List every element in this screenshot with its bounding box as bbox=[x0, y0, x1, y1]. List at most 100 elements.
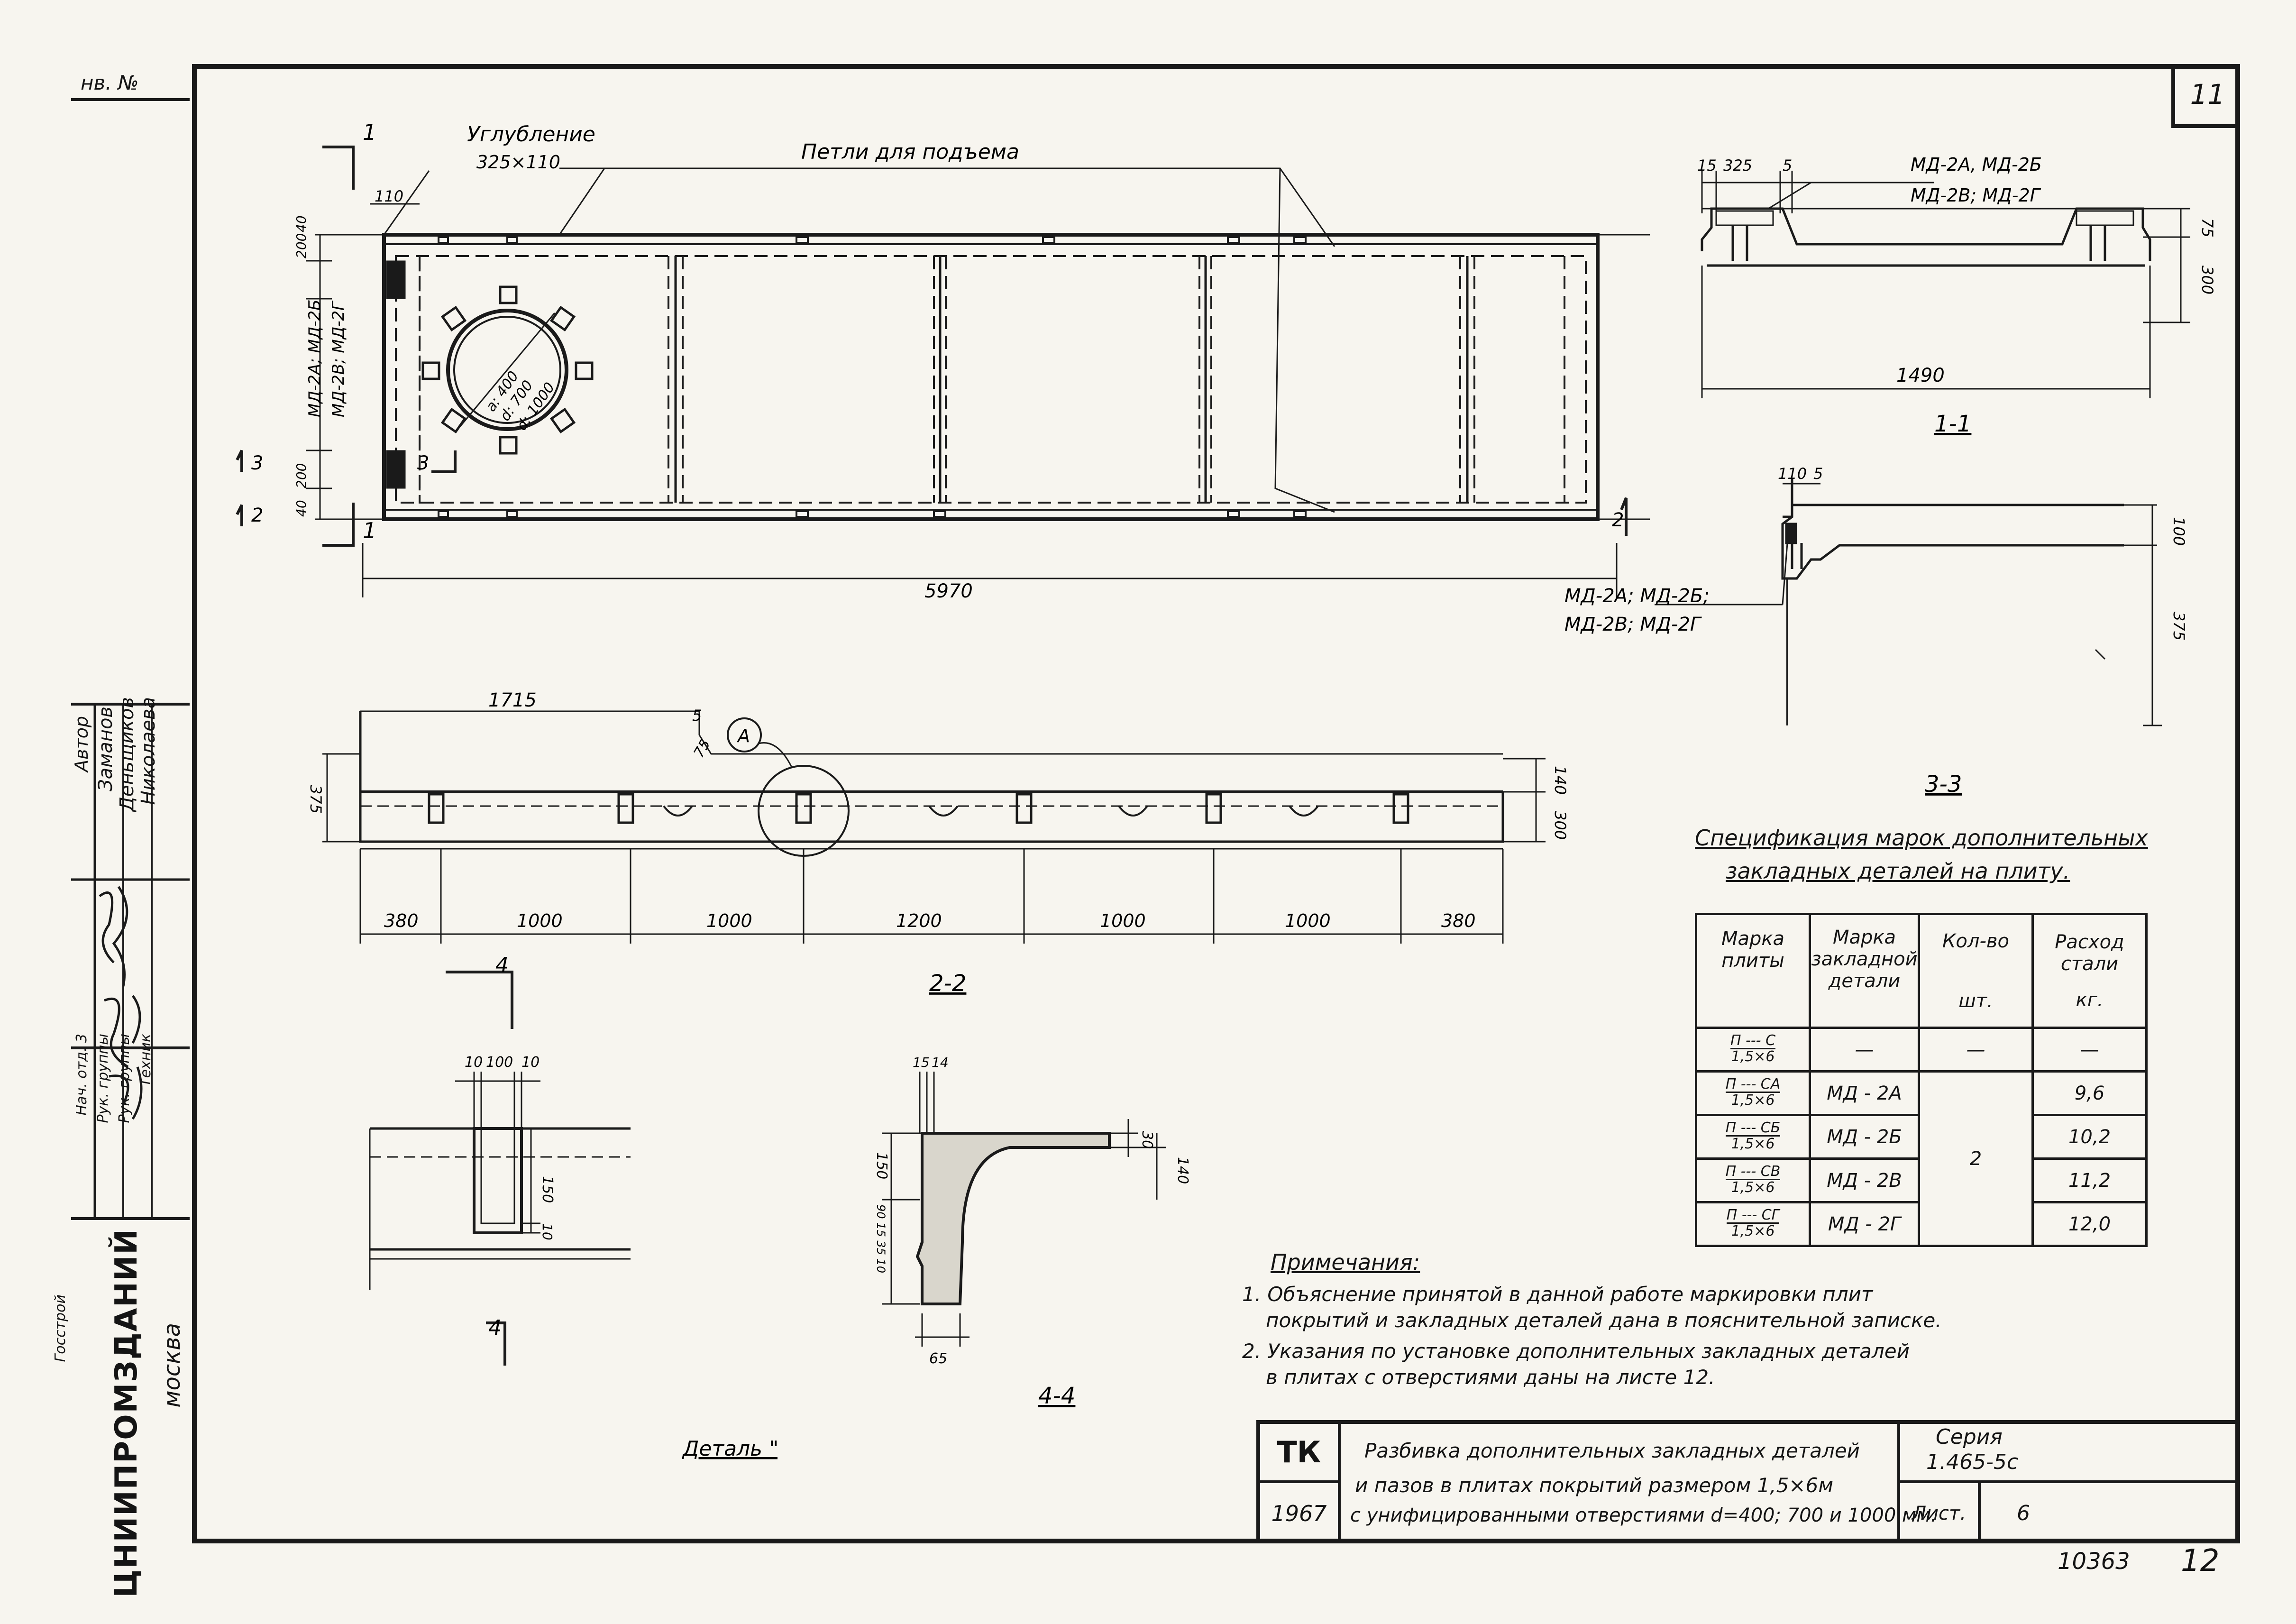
spec-title-line1: Спецификация марок дополнительных bbox=[1695, 825, 2148, 851]
tb-sheet-label: Лист. bbox=[1912, 1502, 1967, 1524]
s22-span-7: 380 bbox=[1441, 910, 1476, 931]
detail-a-dim-10a: 10 bbox=[465, 1054, 483, 1071]
s44-dim-15: 15 bbox=[913, 1055, 930, 1070]
notes-line-1: 1. Объяснение принятой в данной работе м… bbox=[1242, 1283, 1873, 1306]
tb-sheet-label-cell: Лист. bbox=[1900, 1483, 1981, 1543]
section-mark-3-left: 3 bbox=[251, 452, 263, 474]
notes-line-4: в плитах с отверстиями даны на листе 12. bbox=[1266, 1366, 1715, 1389]
s11-dim-325: 325 bbox=[1723, 156, 1752, 174]
tb-series-cell: Серия 1.465-5с bbox=[1900, 1424, 2240, 1483]
detail-a-dim-100: 100 bbox=[486, 1054, 513, 1071]
s22-span-2: 1000 bbox=[517, 910, 563, 931]
org-city: москва bbox=[159, 1323, 185, 1408]
spec-unit-steel: кг. bbox=[2076, 989, 2104, 1011]
s11-dim-300: 300 bbox=[2198, 266, 2216, 294]
s11-title: 1-1 bbox=[1934, 411, 1971, 436]
section-mark-1-bot: 1 bbox=[363, 518, 376, 543]
spec-qty-merged: 2 bbox=[1918, 1070, 2034, 1247]
section-1-1: 15 325 5 МД-2А, МД-2Б МД-2В; МД-2Г 75 30… bbox=[1697, 154, 2216, 436]
s22-dim-75: 75 bbox=[691, 736, 714, 761]
s11-dim-1490: 1490 bbox=[1896, 365, 1945, 386]
plan-marks-b: МД-2В; МД-2Г bbox=[329, 300, 348, 417]
name-1: Заманов bbox=[95, 706, 117, 792]
org-name: ЦНИИПРОМЗДАНИЙ bbox=[109, 1228, 144, 1598]
s22-dim-5: 5 bbox=[692, 706, 702, 725]
s22-dim-1715: 1715 bbox=[488, 689, 537, 711]
s11-dim-15: 15 bbox=[1697, 156, 1717, 174]
tb-code: ТК bbox=[1277, 1435, 1321, 1469]
section-2-2: 1715 5 75 375 140 300 А 380 1000 1000 12… bbox=[307, 689, 1569, 1029]
recess-size: 325×110 bbox=[476, 152, 560, 173]
s22-span-3: 1000 bbox=[706, 910, 752, 931]
notes-heading: Примечания: bbox=[1271, 1249, 1420, 1275]
title-block: ТК 1967 Разбивка дополнительных закладны… bbox=[1256, 1420, 2240, 1543]
s22-dim-300: 300 bbox=[1551, 811, 1569, 840]
tb-title-line-3: с унифицированными отверстиями d=400; 70… bbox=[1350, 1505, 1937, 1526]
spec-unit-qty: шт. bbox=[1958, 990, 1993, 1012]
s33-title: 3-3 bbox=[1925, 771, 1962, 798]
s11-marks-a: МД-2А, МД-2Б bbox=[1911, 154, 2042, 175]
s44-dim-140: 140 bbox=[1174, 1157, 1191, 1184]
plan-length: 5970 bbox=[924, 580, 973, 602]
plan-dim-200-bot: 200 bbox=[293, 463, 309, 488]
spec-title-line2: закладных деталей на плиту. bbox=[1726, 858, 2070, 884]
plan-dim-200-top: 200 bbox=[293, 233, 309, 258]
detail-a-dim-10c: 10 bbox=[540, 1223, 555, 1240]
role-1: Нач. отд. 3 bbox=[73, 1034, 90, 1116]
spec-header-part: Марка закладной детали bbox=[1809, 913, 1920, 1029]
s33-dim-5: 5 bbox=[1813, 465, 1823, 483]
tb-year-cell: 1967 bbox=[1260, 1483, 1341, 1543]
detail-a-section-mark-4: 4 bbox=[488, 1316, 502, 1340]
plan-dim-40-top: 40 bbox=[293, 215, 309, 232]
s44-dim-14: 14 bbox=[932, 1055, 949, 1070]
tb-sheet-value-cell: 6 bbox=[1981, 1483, 2066, 1543]
sheet-number-box: 11 bbox=[2171, 64, 2240, 128]
dim-110: 110 bbox=[375, 187, 403, 205]
tb-title-line-2: и пазов в плитах покрытий размером 1,5×6… bbox=[1355, 1474, 1833, 1497]
tb-year: 1967 bbox=[1271, 1500, 1327, 1526]
s11-dim-75: 75 bbox=[2198, 218, 2216, 238]
plan-dim-40-bot: 40 bbox=[293, 500, 309, 517]
detail-a-dim-10b: 10 bbox=[521, 1054, 540, 1071]
s22-span-6: 1000 bbox=[1285, 910, 1331, 931]
tb-series-value: 1.465-5с bbox=[1926, 1450, 2019, 1474]
name-2: Деньщиков bbox=[116, 697, 138, 812]
s11-marks-b: МД-2В; МД-2Г bbox=[1911, 185, 2041, 206]
section-mark-1-top: 1 bbox=[363, 119, 376, 145]
signatures bbox=[99, 886, 143, 1120]
s44-dim-65: 65 bbox=[929, 1350, 947, 1367]
s44-dim-small: 90 15 35 10 bbox=[874, 1204, 887, 1273]
page-number: 12 bbox=[2181, 1543, 2220, 1578]
detail-a: 10 100 10 150 10 4 Деталь "А" bbox=[369, 1054, 778, 1461]
s33-marks-b: МД-2В; МД-2Г bbox=[1564, 614, 1702, 635]
s22-title: 2-2 bbox=[929, 970, 966, 997]
s33-section-mark-2: 2 bbox=[1612, 509, 1624, 531]
inventory-label: нв. № bbox=[81, 71, 139, 94]
s22-span-1: 380 bbox=[384, 910, 419, 931]
s33-dim-100: 100 bbox=[2170, 517, 2188, 546]
tb-title-line-1: Разбивка дополнительных закладных детале… bbox=[1364, 1439, 1860, 1462]
detail-a-title: Деталь "А" bbox=[682, 1437, 778, 1461]
section-4-4: 15 14 30 150 140 90 15 35 10 65 4-4 bbox=[873, 1055, 1191, 1409]
s22-span-4: 1200 bbox=[896, 910, 942, 931]
tb-code-cell: ТК bbox=[1260, 1424, 1341, 1483]
section-3-3: 2 110 5 100 375 МД-2А; МД-2Б; МД-2В; МД-… bbox=[1564, 465, 2188, 798]
tb-series-label: Серия bbox=[1936, 1425, 2003, 1449]
notes-line-2: покрытий и закладных деталей дана в пояс… bbox=[1266, 1309, 1942, 1332]
plan-marks-a: МД-2А; МД-2Б bbox=[305, 300, 324, 417]
s22-span-5: 1000 bbox=[1100, 910, 1146, 931]
tb-sheet-value: 6 bbox=[2017, 1501, 2030, 1525]
name-3: Николаева bbox=[137, 697, 159, 805]
s33-marks-a: МД-2А; МД-2Б; bbox=[1564, 585, 1710, 607]
org-prefix: Госстрой bbox=[52, 1294, 69, 1362]
s44-title: 4-4 bbox=[1038, 1383, 1075, 1409]
sheet-number: 11 bbox=[2190, 78, 2225, 110]
notes-line-3: 2. Указания по установке дополнительных … bbox=[1242, 1340, 1910, 1363]
